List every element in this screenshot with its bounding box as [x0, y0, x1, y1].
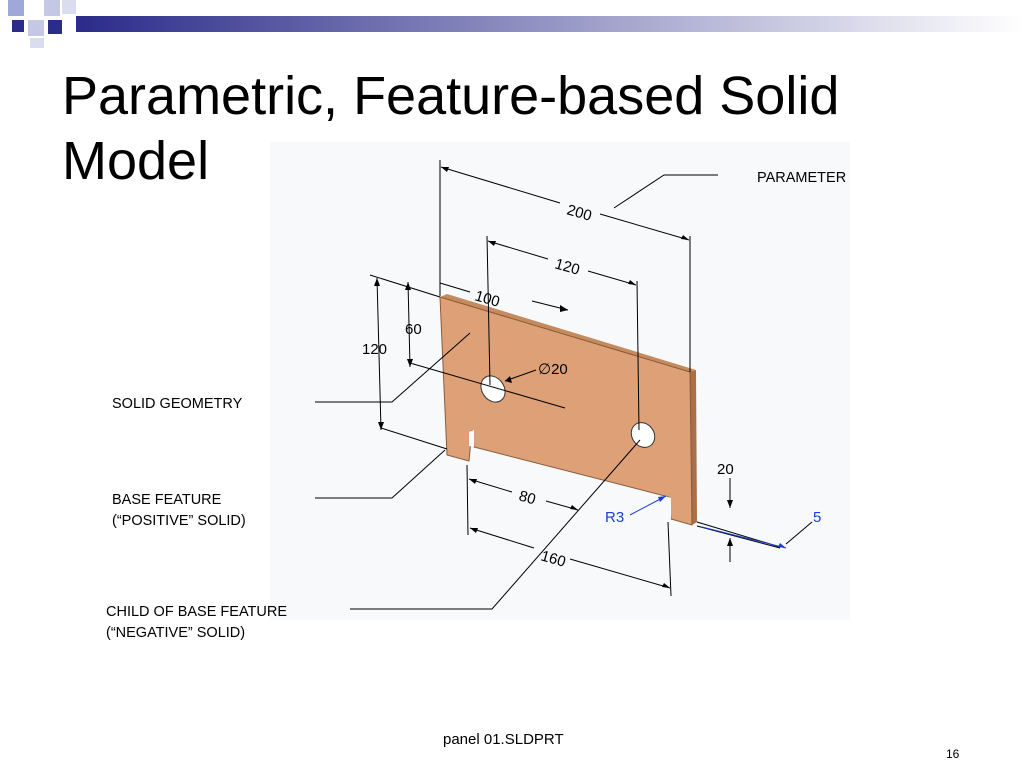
leader-solid-geometry — [315, 332, 471, 403]
r3-arrowhead — [658, 496, 666, 502]
deco-square — [62, 0, 76, 14]
callout-solid-geometry-text: SOLID GEOMETRY — [112, 396, 243, 412]
callout-solid-geometry: SOLID GEOMETRY — [112, 394, 242, 415]
dim-200: 200 — [565, 202, 594, 225]
callout-base-feature: BASE FEATURE (“POSITIVE” SOLID) — [112, 490, 246, 532]
callout-parameter: PARAMETER — [757, 168, 846, 189]
dim-160: 160 — [539, 548, 568, 571]
hole-right — [630, 422, 656, 448]
deco-square — [28, 20, 44, 36]
dim-60: 60 — [405, 321, 422, 338]
panel-top-edge — [440, 294, 696, 372]
dim-r3: R3 — [605, 509, 624, 526]
dim-100: 100 — [473, 288, 502, 311]
notch-cutout-left — [469, 430, 474, 447]
leader-parameter — [613, 174, 718, 209]
callout-child-feature-line-1: CHILD OF BASE FEATURE — [106, 604, 288, 620]
d5-arrowhead — [778, 543, 786, 548]
deco-square — [12, 20, 24, 32]
callout-leaders — [315, 174, 718, 610]
hole-left — [480, 375, 506, 403]
callout-base-feature-line-1: BASE FEATURE — [112, 492, 222, 508]
slide-title-line-2: Model — [62, 131, 210, 191]
deco-square — [44, 0, 60, 16]
callout-base-feature-line-2: (“POSITIVE” SOLID) — [112, 513, 246, 529]
dim-120-top: 120 — [553, 256, 582, 279]
deco-square — [48, 20, 62, 34]
slide-title-line-1: Parametric, Feature-based Solid — [62, 66, 840, 126]
dim-5: 5 — [813, 509, 821, 526]
panel-face — [439, 296, 693, 526]
notch-cutout-right — [665, 496, 671, 519]
dim-120-left: 120 — [362, 341, 387, 358]
decorative-squares-graphic — [8, 0, 1024, 48]
leader-base-feature — [315, 449, 446, 499]
deco-square — [30, 38, 44, 48]
leader-child-feature — [350, 439, 641, 610]
dim-80: 80 — [517, 488, 538, 509]
callout-child-feature: CHILD OF BASE FEATURE (“NEGATIVE” SOLID) — [106, 602, 287, 644]
callout-parameter-text: PARAMETER — [757, 170, 847, 186]
dim-hole-diameter: ∅20 — [538, 361, 568, 378]
dimension-arrowheads — [374, 167, 733, 588]
dim-20: 20 — [717, 461, 734, 478]
callout-child-feature-line-2: (“NEGATIVE” SOLID) — [106, 625, 246, 641]
top-decorative-bar — [0, 0, 1024, 48]
gradient-bar — [76, 16, 1024, 32]
model-filename: panel 01.SLDPRT — [443, 731, 564, 748]
slide-number: 16 — [946, 747, 960, 761]
slide-title: Parametric, Feature-based Solid Model — [62, 64, 839, 194]
deco-square — [8, 0, 24, 16]
dimension-lines — [369, 160, 813, 597]
